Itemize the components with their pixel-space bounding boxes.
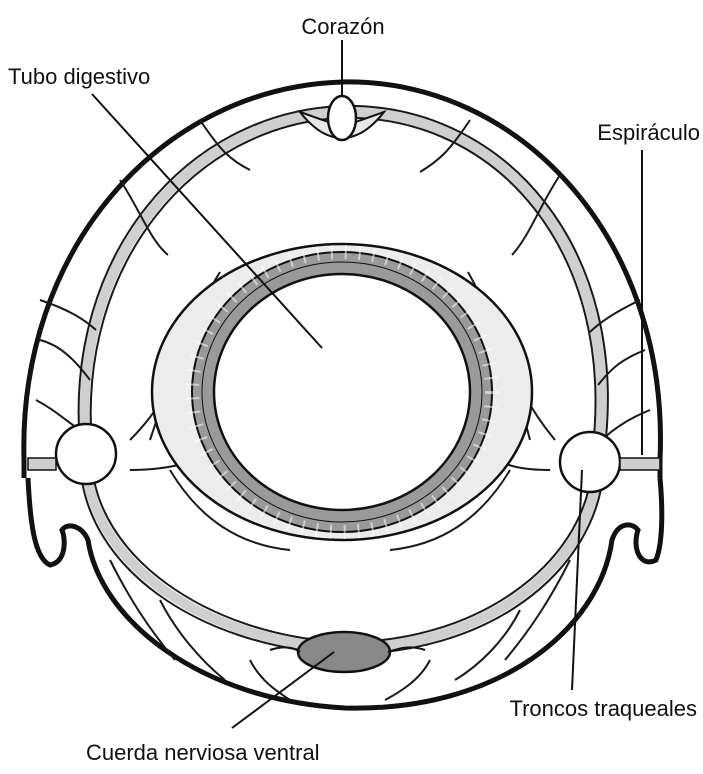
- spiracle-left-chamber: [56, 424, 116, 484]
- label-corazon: Corazón: [301, 14, 384, 39]
- ventral-nerve-ganglion: [298, 632, 390, 672]
- leader-troncos-traqueales: [572, 470, 582, 690]
- spiracle-right-chamber: [560, 432, 620, 492]
- spiracle-right-opening: [620, 458, 660, 470]
- label-troncos-traqueales: Troncos traqueales: [509, 696, 697, 721]
- label-espiraculo: Espiráculo: [597, 120, 700, 145]
- label-cuerda-nerviosa: Cuerda nerviosa ventral: [86, 740, 320, 765]
- gut-lumen: [214, 274, 470, 510]
- heart-icon: [328, 96, 356, 140]
- spiracle-left-opening: [28, 458, 56, 470]
- label-tubo-digestivo: Tubo digestivo: [8, 64, 150, 89]
